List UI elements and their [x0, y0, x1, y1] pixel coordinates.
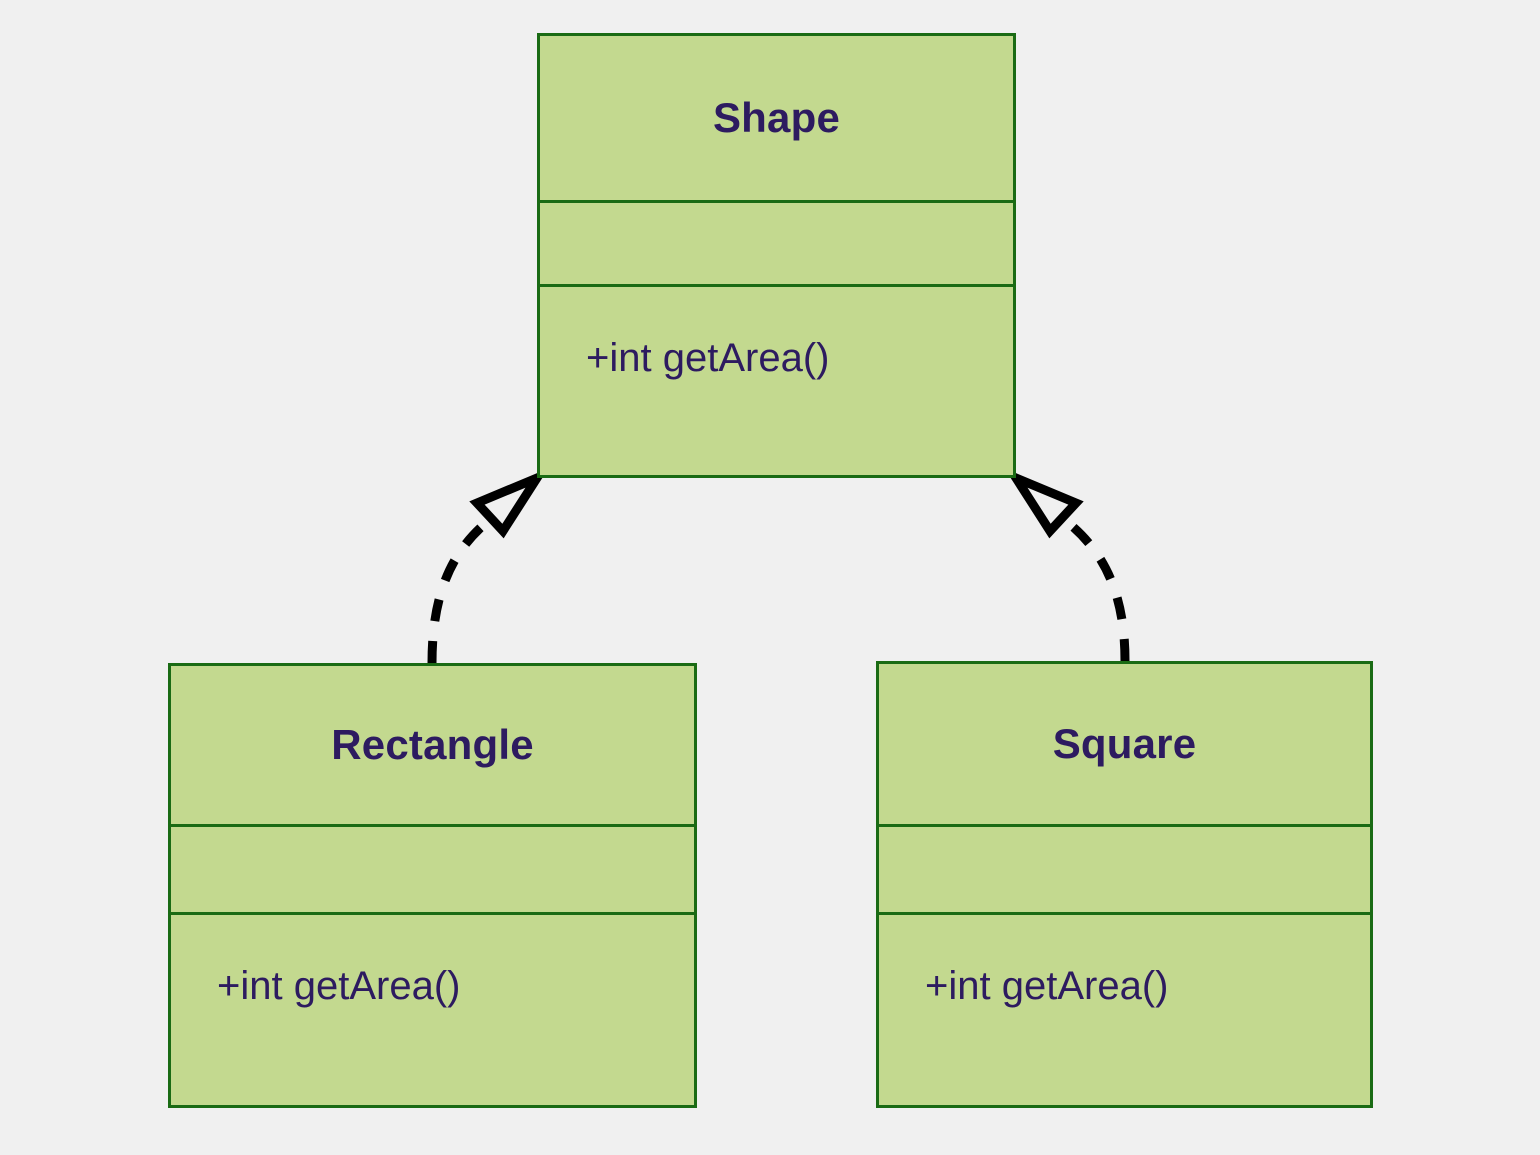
class-attributes-compartment-shape: [540, 203, 1013, 287]
uml-class-square[interactable]: Square +int getArea(): [876, 661, 1373, 1108]
class-attributes-compartment-rectangle: [171, 827, 694, 915]
operation-item: +int getArea(): [925, 964, 1169, 1008]
hollow-triangle-arrowhead-rectangle: [469, 468, 549, 539]
class-attributes-compartment-square: [879, 827, 1370, 915]
class-operations-compartment-square: +int getArea(): [879, 915, 1370, 1102]
class-name-compartment-shape: Shape: [540, 36, 1013, 203]
operation-item: +int getArea(): [586, 336, 830, 380]
uml-class-rectangle[interactable]: Rectangle +int getArea(): [168, 663, 697, 1108]
class-title-rectangle: Rectangle: [331, 721, 534, 768]
realization-rectangle-to-shape: [427, 468, 549, 664]
class-operations-compartment-shape: +int getArea(): [540, 287, 1013, 472]
realization-line-rectangle: [427, 514, 495, 664]
realization-line-square: [1059, 514, 1130, 662]
class-operations-compartment-rectangle: +int getArea(): [171, 915, 694, 1102]
realization-square-to-shape: [1004, 468, 1130, 662]
operation-item: +int getArea(): [217, 964, 461, 1008]
class-title-square: Square: [1052, 720, 1197, 767]
class-title-shape: Shape: [712, 94, 841, 141]
class-name-compartment-square: Square: [879, 664, 1370, 827]
hollow-triangle-arrowhead-square: [1004, 468, 1084, 539]
class-name-compartment-rectangle: Rectangle: [171, 666, 694, 827]
uml-class-shape[interactable]: Shape +int getArea(): [537, 33, 1016, 478]
